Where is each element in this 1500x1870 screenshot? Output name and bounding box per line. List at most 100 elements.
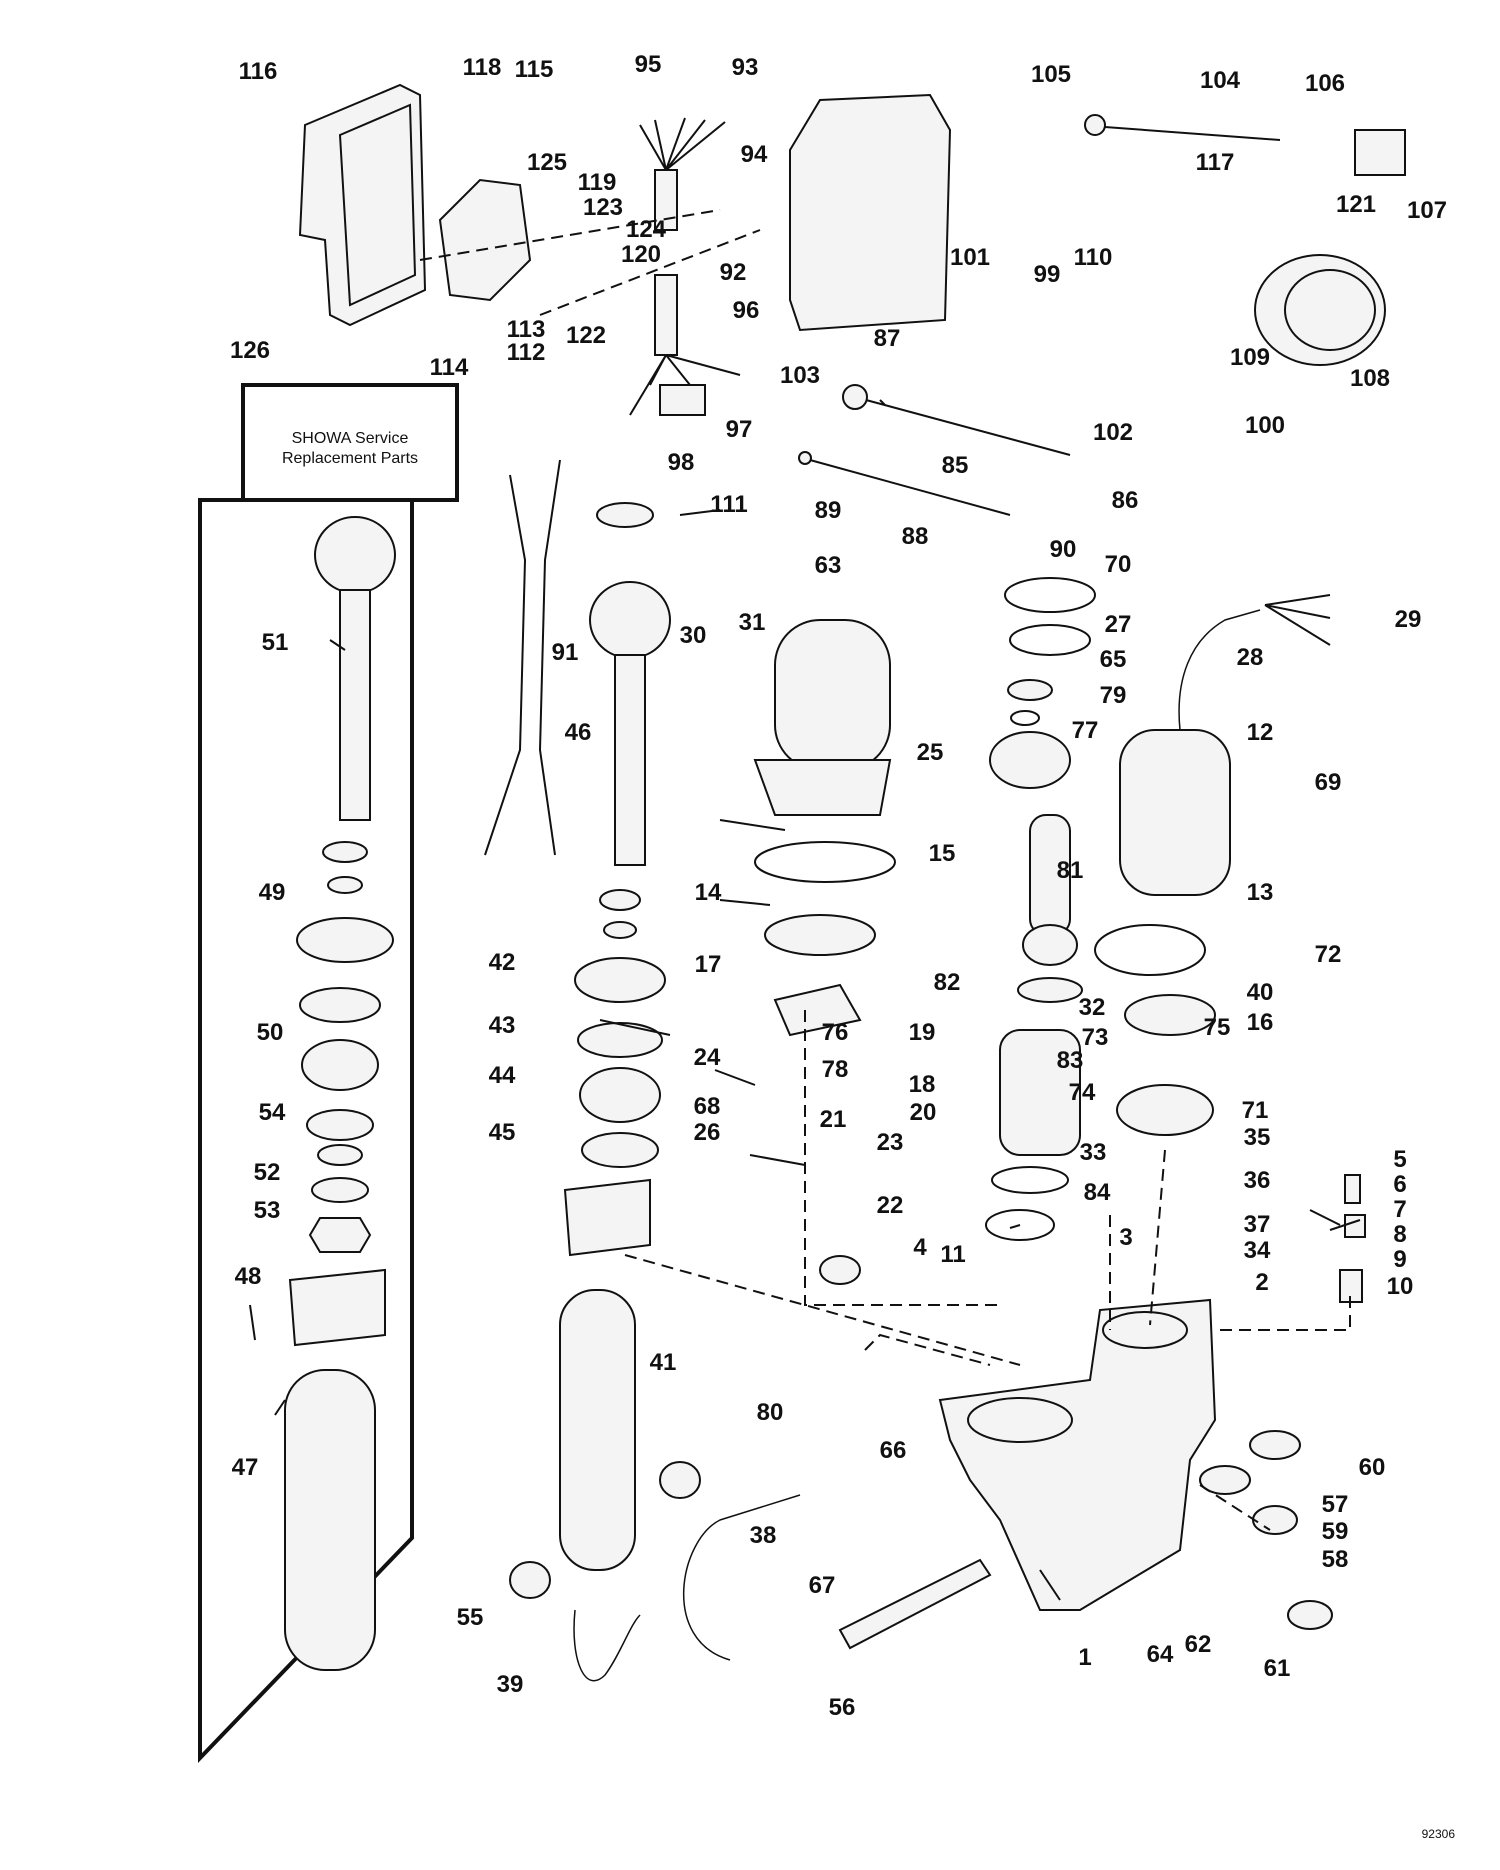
callout-13: 13 [1247,879,1274,906]
callout-46: 46 [565,719,592,746]
callout-labels: 1234567891011121314151617181920212223242… [230,51,1447,1721]
callout-8: 8 [1393,1221,1406,1248]
callout-104: 104 [1200,67,1241,94]
callout-34: 34 [1244,1237,1271,1264]
callout-67: 67 [809,1572,836,1599]
solenoid-125 [438,178,532,302]
connector-97 [659,384,706,416]
reservoir-83 [999,1029,1081,1156]
part-drawings [284,83,1406,1682]
callout-72: 72 [1315,941,1342,968]
callout-19: 19 [909,1019,936,1046]
callout-28: 28 [1237,644,1264,671]
callout-89: 89 [815,497,842,524]
callout-109: 109 [1230,344,1270,371]
callout-91: 91 [552,639,579,666]
callout-64: 64 [1147,1641,1174,1668]
manifold-base-1 [938,1298,1217,1611]
callout-78: 78 [822,1056,849,1083]
callout-20: 20 [910,1099,937,1126]
callout-5: 5 [1393,1146,1406,1173]
callout-68: 68 [694,1093,721,1120]
callout-12: 12 [1247,719,1274,746]
callout-15: 15 [929,840,956,867]
callout-71: 71 [1242,1097,1269,1124]
callout-110: 110 [1074,244,1113,271]
callout-51: 51 [262,629,289,656]
callout-116: 116 [239,58,278,85]
callout-111: 111 [710,491,747,518]
pump-motor-63 [774,619,891,771]
relay-cover-116 [298,83,427,327]
clamp-111 [596,502,654,528]
callout-123: 123 [583,194,623,221]
callout-7: 7 [1393,1196,1406,1223]
trim-gauge-108 [1254,254,1386,366]
callout-35: 35 [1244,1124,1271,1151]
callout-113: 113 [507,316,546,343]
callout-42: 42 [489,949,516,976]
callout-55: 55 [457,1604,484,1631]
showa-title-line2: Replacement Parts [282,450,418,467]
piston-44 [579,1067,661,1123]
callout-122: 122 [566,322,606,349]
callout-126: 126 [230,337,270,364]
callout-6: 6 [1393,1171,1406,1198]
pump-motor-28 [1119,729,1231,896]
callout-39: 39 [497,1671,524,1698]
callout-29: 29 [1395,606,1422,633]
callout-84: 84 [1084,1179,1111,1206]
callout-21: 21 [820,1106,847,1133]
callout-117: 117 [1196,149,1235,176]
callout-22: 22 [877,1192,904,1219]
callout-96: 96 [733,297,760,324]
callout-81: 81 [1057,857,1084,884]
tilt-rod-51 [339,589,371,821]
drawing-code: 92306 [1422,1827,1456,1841]
callout-44: 44 [489,1062,516,1089]
callout-99: 99 [1034,261,1061,288]
callout-52: 52 [254,1159,281,1186]
gland-42 [574,957,666,1003]
callout-37: 37 [1244,1211,1271,1238]
callout-83: 83 [1057,1047,1084,1074]
callout-66: 66 [880,1437,907,1464]
callout-49: 49 [259,879,286,906]
callout-112: 112 [507,339,546,366]
callout-108: 108 [1350,365,1390,392]
callout-23: 23 [877,1129,904,1156]
callout-118: 118 [463,54,502,81]
callout-58: 58 [1322,1546,1349,1573]
relation-lines [419,209,1351,1531]
callout-115: 115 [515,56,554,83]
callout-90: 90 [1050,536,1077,563]
callout-119: 119 [578,169,617,196]
pin-56 [838,1558,992,1650]
callout-73: 73 [1082,1024,1109,1051]
callout-85: 85 [942,452,969,479]
callout-77: 77 [1072,717,1099,744]
harness-sleeve-92-lower [654,274,678,356]
callout-121: 121 [1336,191,1376,218]
cylinder-cap-41 [563,1178,651,1257]
callout-95: 95 [635,51,662,78]
callout-87: 87 [874,325,901,352]
callout-65: 65 [1100,646,1127,673]
callout-60: 60 [1359,1454,1386,1481]
callout-97: 97 [726,416,753,443]
callout-70: 70 [1105,551,1132,578]
callout-86: 86 [1112,487,1139,514]
connector-107 [1354,129,1406,176]
callout-76: 76 [822,1019,849,1046]
valve-body-71 [1116,1084,1214,1136]
callout-36: 36 [1244,1167,1271,1194]
callout-88: 88 [902,523,929,550]
callout-125: 125 [527,149,567,176]
callout-2: 2 [1255,1269,1268,1296]
callout-80: 80 [757,1399,784,1426]
relay-housing-103 [789,93,952,332]
callout-40: 40 [1247,979,1274,1006]
callout-33: 33 [1080,1139,1107,1166]
callout-79: 79 [1100,682,1127,709]
